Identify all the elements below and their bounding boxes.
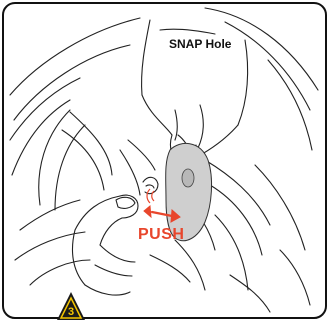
snap-hole-label: SNAP Hole [169,37,231,51]
step-number: 3 [64,305,78,319]
snap-hole [182,169,194,187]
frame-border [3,3,326,318]
push-label: PUSH [138,226,184,244]
